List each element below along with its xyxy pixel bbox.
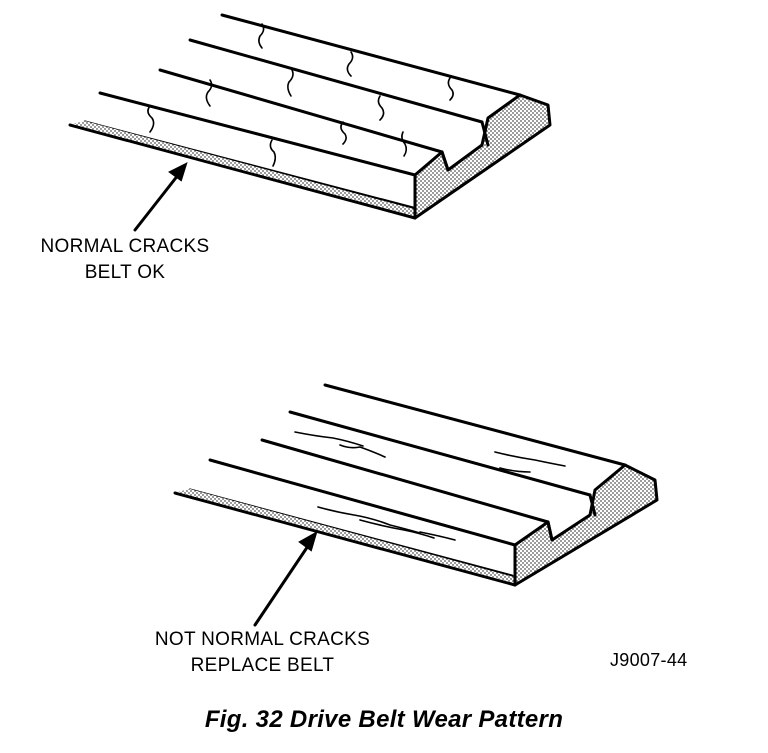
belt-ok-drawing: [68, 13, 552, 220]
figure-caption: Fig. 32 Drive Belt Wear Pattern: [204, 706, 564, 733]
normal-cracks-label: NORMAL CRACKS BELT OK: [30, 234, 220, 286]
arrow-to-belt-replace: [253, 530, 318, 627]
reference-code: J9007-44: [610, 650, 688, 670]
normal-cracks-line: NORMAL CRACKS: [40, 236, 210, 257]
not-normal-cracks-label: NOT NORMAL CRACKS REPLACE BELT: [130, 627, 395, 679]
arrow-to-belt-ok: [133, 162, 188, 232]
replace-belt-line: REPLACE BELT: [190, 655, 335, 676]
belt-replace-drawing: [173, 383, 659, 587]
not-normal-cracks-line: NOT NORMAL CRACKS: [154, 629, 371, 650]
belt-ok-line: BELT OK: [84, 262, 166, 283]
